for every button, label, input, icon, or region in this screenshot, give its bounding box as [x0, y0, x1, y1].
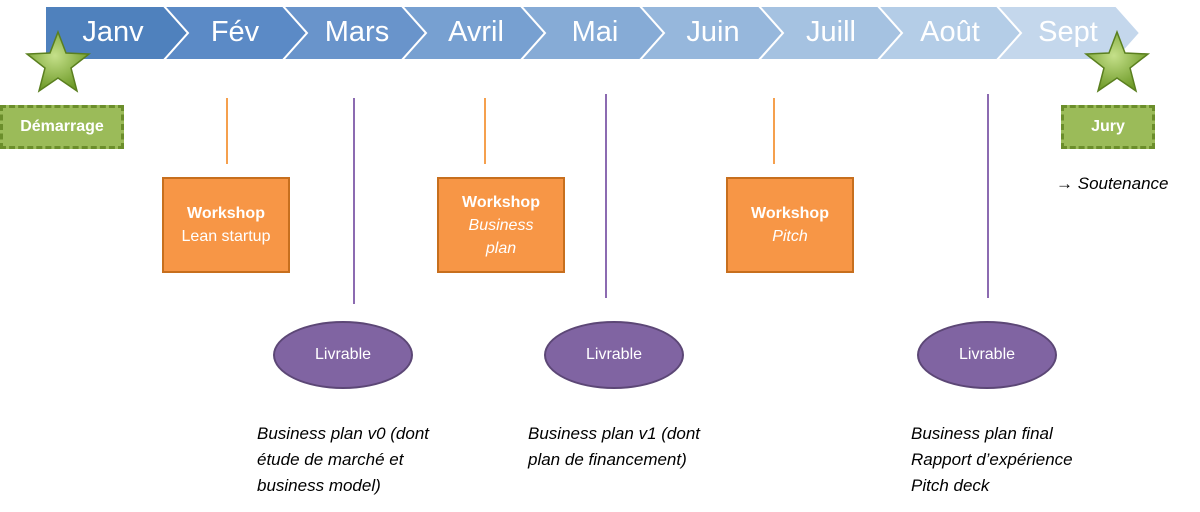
- connector-line: [773, 98, 775, 164]
- workshop-title: Workshop: [187, 205, 265, 222]
- livrable-label: Livrable: [314, 346, 372, 363]
- deliverable-line: Pitch deck: [911, 476, 990, 495]
- month-aout: Août: [920, 16, 980, 48]
- month-fev: Fév: [210, 16, 260, 48]
- deliverable-line: Business plan final: [911, 424, 1053, 443]
- month-juin: Juin: [686, 16, 740, 48]
- month-mars: Mars: [324, 16, 390, 48]
- connector-line: [226, 98, 228, 164]
- livrable-label: Livrable: [958, 346, 1016, 363]
- workshop-lean-startup: Workshop Lean startup: [162, 177, 290, 273]
- connector-line: [987, 94, 989, 298]
- start-milestone-label: Démarrage: [20, 118, 104, 135]
- workshop-title: Workshop: [462, 193, 540, 211]
- deliverable-line: Rapport d’expérience: [911, 450, 1073, 469]
- month-avril: Avril: [448, 16, 504, 48]
- livrable-2: Livrable: [544, 321, 684, 389]
- start-milestone: Démarrage: [0, 105, 124, 149]
- connector-line: [605, 94, 607, 298]
- workshop-title: Workshop: [751, 205, 829, 222]
- workshop-pitch: Workshop Pitch: [726, 177, 854, 273]
- soutenance-label: Soutenance: [1077, 174, 1169, 193]
- workshop-subtitle: Business plan: [468, 216, 534, 257]
- deliverable-line: étude de marché et: [257, 450, 404, 469]
- jury-milestone-label: Jury: [1091, 118, 1125, 135]
- deliverable-line: business model): [257, 476, 381, 495]
- deliverable-description-1: Business plan v0 (dont étude de marché e…: [257, 421, 429, 499]
- jury-milestone: Jury: [1061, 105, 1155, 149]
- livrable-3: Livrable: [917, 321, 1057, 389]
- month-juill: Juill: [806, 16, 856, 48]
- deliverable-line: Business plan v1 (dont: [528, 424, 700, 443]
- soutenance-note: → Soutenance: [1056, 174, 1168, 194]
- workshop-business-plan: Workshop Business plan: [437, 177, 565, 273]
- workshop-subtitle: Lean startup: [181, 228, 271, 245]
- deliverable-description-3: Business plan final Rapport d’expérience…: [911, 421, 1073, 499]
- month-mai: Mai: [571, 16, 619, 48]
- deliverable-line: Business plan v0 (dont: [257, 424, 429, 443]
- star-icon: [24, 30, 92, 93]
- month-timeline: [44, 5, 1142, 61]
- deliverable-line: plan de financement): [528, 450, 687, 469]
- workshop-subtitle: Pitch: [772, 228, 808, 245]
- connector-line: [353, 98, 355, 304]
- livrable-label: Livrable: [585, 346, 643, 363]
- connector-line: [484, 98, 486, 164]
- month-janv: Janv: [82, 16, 144, 48]
- livrable-1: Livrable: [273, 321, 413, 389]
- star-icon: [1083, 30, 1151, 93]
- right-arrow-icon: →: [1056, 174, 1073, 193]
- deliverable-description-2: Business plan v1 (dont plan de financeme…: [528, 421, 700, 473]
- month-sept: Sept: [1038, 16, 1098, 48]
